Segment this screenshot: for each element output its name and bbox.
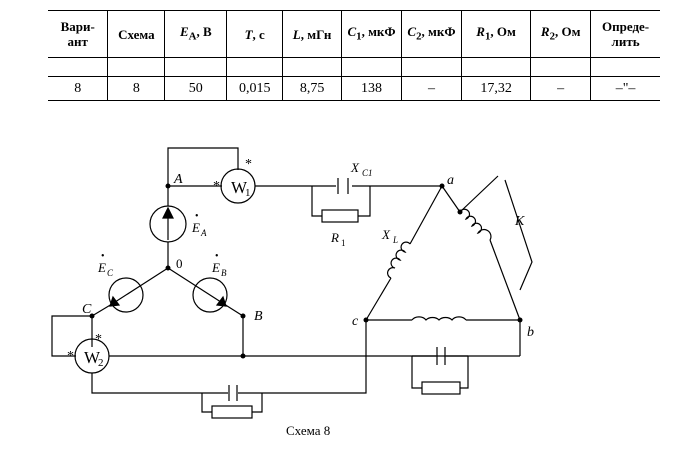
cell-ea: 50: [164, 76, 227, 101]
junction-dots: [89, 183, 523, 359]
node-b-lower: b: [527, 325, 534, 340]
eb-label: E: [211, 260, 220, 275]
cell-scheme: 8: [107, 76, 165, 101]
cell-c2: –: [401, 76, 462, 101]
xc1-label: X: [350, 160, 360, 175]
header-variant: Вари-ант: [48, 10, 108, 58]
diagram-caption: Схема 8: [286, 423, 330, 438]
w1-index: 1: [245, 187, 251, 199]
table-row: 8 8 50 0,015 8,75 138 – 17,32 – –"–: [48, 76, 660, 101]
ea-label: E: [191, 220, 200, 235]
header-t: T, c: [226, 10, 283, 58]
header-r2: R2, Ом: [530, 10, 591, 58]
node-b-upper: B: [254, 309, 263, 324]
wattmeter-w1: [220, 168, 256, 204]
ec-dot: •: [101, 251, 105, 262]
node-c-upper: C: [82, 302, 92, 317]
header-row: Вари-ант Схема EA, В T, c L, мГн C1, мкФ…: [48, 10, 660, 58]
cell-l: 8,75: [282, 76, 342, 101]
inductor-ab: [459, 208, 492, 241]
spacer-row: [48, 57, 660, 77]
w2-index: 2: [98, 357, 104, 369]
header-c2: C2, мкФ: [401, 10, 462, 58]
parameters-table: Вари-ант Схема EA, В T, c L, мГн C1, мкФ…: [48, 10, 660, 101]
w1-voltage-star: *: [245, 157, 252, 172]
switch-k-label: K: [514, 214, 525, 229]
cell-t: 0,015: [226, 76, 283, 101]
w2-current-star: *: [95, 332, 102, 347]
w2-voltage-star: *: [67, 349, 74, 364]
ec-label: E: [97, 260, 106, 275]
header-c1: C1, мкФ: [341, 10, 402, 58]
source-eb: [192, 277, 228, 313]
capacitor-c1: [337, 178, 349, 194]
cell-c1: 138: [341, 76, 402, 101]
resistor-r1: [321, 209, 359, 223]
header-determine: Опреде-лить: [590, 10, 660, 58]
r1-sub: 1: [341, 238, 346, 248]
xl-label: X: [381, 227, 391, 242]
xl-sub: L: [392, 235, 398, 245]
resistor-bottom-left: [211, 405, 253, 419]
node-zero: 0: [176, 256, 183, 271]
resistor-bottom-right: [421, 381, 461, 395]
inductor-cb: [411, 316, 467, 321]
ea-dot: •: [195, 211, 199, 222]
cell-r1: 17,32: [460, 76, 531, 101]
node-a-lower: a: [447, 173, 454, 188]
cell-variant: 8: [48, 76, 108, 101]
ea-sub: A: [200, 228, 207, 238]
eb-sub: B: [221, 268, 227, 278]
wattmeter-w2: [74, 338, 110, 374]
w1-current-star: *: [213, 179, 220, 194]
capacitor-bottom-left: [228, 385, 238, 401]
header-r1: R1, Ом: [460, 10, 531, 58]
node-a-upper: A: [173, 172, 183, 187]
node-c-lower: c: [352, 314, 359, 329]
inductor-xl: [387, 241, 411, 279]
cell-r2: –: [530, 76, 591, 101]
header-scheme: Схема: [107, 10, 165, 58]
xc1-sub: C1: [362, 168, 373, 178]
ec-sub: C: [107, 268, 114, 278]
capacitor-bottom-right: [436, 347, 446, 365]
w1-letter: W: [231, 178, 248, 197]
header-ea: EA, В: [164, 10, 227, 58]
cell-determine: –"–: [590, 76, 660, 101]
source-ec: [108, 277, 144, 313]
w2-letter: W: [84, 348, 101, 367]
eb-dot: •: [215, 251, 219, 262]
source-ea: [149, 205, 187, 243]
header-l: L, мГн: [282, 10, 342, 58]
r1-label: R: [330, 230, 339, 245]
wires: [51, 147, 533, 413]
